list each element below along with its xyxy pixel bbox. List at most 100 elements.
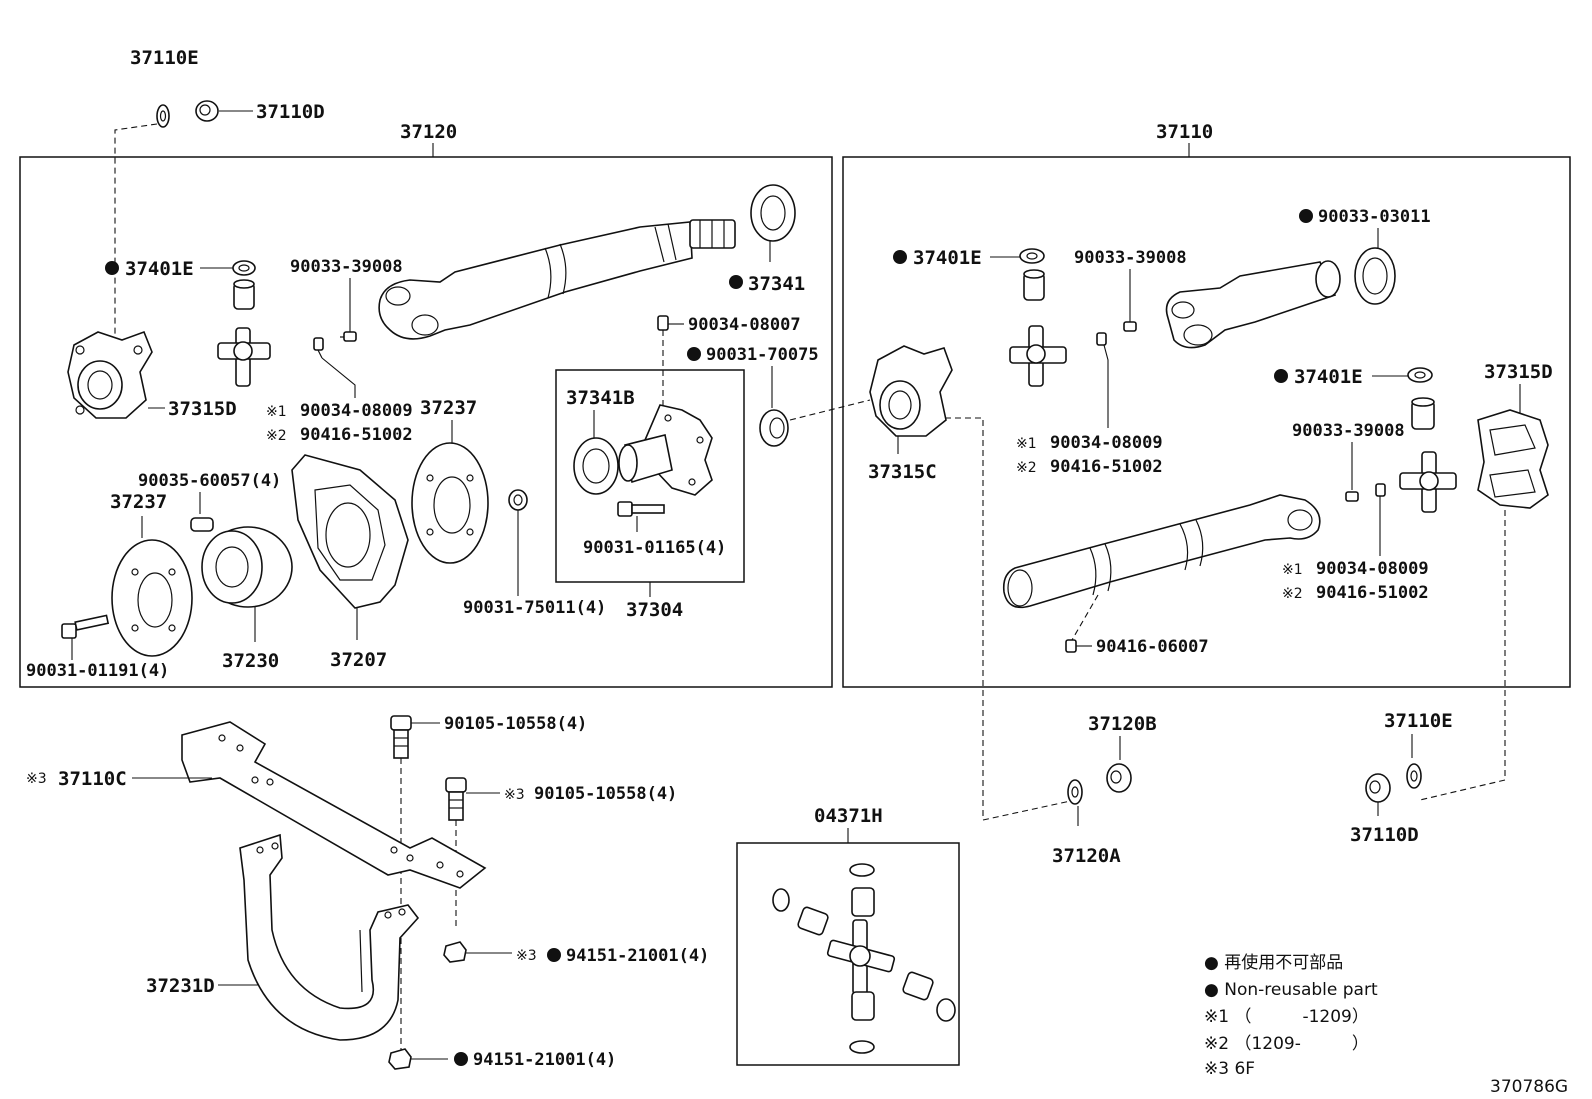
- snap-ring-37401E-right-top: [1019, 248, 1045, 264]
- label-37401E-right-bottom: 37401E: [1294, 366, 1363, 388]
- legend-line-3: ※1 （ -1209）: [1204, 1007, 1369, 1027]
- label-37231D: 37231D: [146, 975, 215, 997]
- mark-x1-right-top: ※1: [1016, 436, 1037, 452]
- label-90034-08007: 90034-08007: [688, 315, 801, 335]
- left-assembly-frame: [19, 156, 833, 688]
- nonreusable-dot: [893, 250, 907, 264]
- spider-right-top: [1009, 325, 1067, 387]
- flange-yoke-37315D-right: [1477, 409, 1549, 509]
- bolt-90105-10558-second: [445, 777, 467, 821]
- mark-x1-left: ※1: [266, 404, 287, 420]
- label-37110D-top: 37110D: [256, 101, 325, 123]
- figure-code: 370786G: [1490, 1077, 1568, 1097]
- label-90031-75011: 90031-75011(4): [463, 598, 606, 618]
- label-90034-08009-right-bottom: 90034-08009: [1316, 559, 1429, 579]
- label-90033-03011: 90033-03011: [1318, 207, 1431, 227]
- nonreusable-dot: [105, 261, 119, 275]
- label-37401E-right-top: 37401E: [913, 247, 982, 269]
- group-label-04371H: 04371H: [814, 805, 883, 827]
- bolt-90031-01191: [61, 614, 110, 639]
- group-label-37120: 37120: [400, 121, 457, 143]
- label-90033-39008-right-bottom: 90033-39008: [1292, 421, 1405, 441]
- label-90031-01165: 90031-01165(4): [583, 538, 726, 558]
- bearing-cup-left: [233, 279, 255, 310]
- spider-kit-contents: [772, 863, 956, 1054]
- spider-right-bottom: [1399, 451, 1457, 513]
- legend-line-4: ※2 （1209- ）: [1204, 1034, 1369, 1054]
- grease-fitting-90416-06007: [1065, 639, 1077, 653]
- oil-seal-37341: [750, 184, 796, 242]
- mark-x2-right-bottom: ※2: [1282, 586, 1303, 602]
- group-label-37110: 37110: [1156, 121, 1213, 143]
- group-label-37304: 37304: [626, 599, 683, 621]
- label-90105-10558-top: 90105-10558(4): [444, 714, 587, 734]
- label-90034-08009-left: 90034-08009: [300, 401, 413, 421]
- bearing-cup-right-bottom: [1411, 397, 1435, 430]
- mark-x3-nut: ※3: [516, 948, 537, 964]
- center-bearing-37230: [201, 526, 293, 608]
- bolt-90033-39008-right-bottom: [1345, 491, 1359, 502]
- label-37315C: 37315C: [868, 461, 937, 483]
- center-bearing-cushion-37207: [291, 454, 409, 609]
- label-37237-upper: 37237: [420, 397, 477, 419]
- label-37110C: 37110C: [58, 768, 127, 790]
- label-90035-60057: 90035-60057(4): [138, 471, 281, 491]
- right-assembly-frame: [842, 156, 1571, 688]
- bolt-90033-39008-right-top: [1123, 321, 1137, 332]
- label-37237-lower: 37237: [110, 491, 167, 513]
- label-37110E-bottom: 37110E: [1384, 710, 1453, 732]
- label-37341B: 37341B: [566, 387, 635, 409]
- label-37120B: 37120B: [1088, 713, 1157, 735]
- washer-37110E-top: [156, 104, 170, 128]
- label-90416-06007: 90416-06007: [1096, 637, 1209, 657]
- label-37315D-left: 37315D: [168, 398, 237, 420]
- nonreusable-dot: [1299, 209, 1313, 223]
- grease-fitting-right-top: [1096, 332, 1107, 346]
- legend-line-2: ● Non-reusable part: [1204, 980, 1378, 1000]
- nonreusable-dot: [729, 275, 743, 289]
- label-90034-08009-right-top: 90034-08009: [1050, 433, 1163, 453]
- mark-x1-right-bottom: ※1: [1282, 562, 1303, 578]
- bolt-90033-39008-left: [340, 331, 357, 342]
- propeller-shaft-left: [378, 219, 736, 340]
- support-strap-37231D: [239, 833, 420, 1041]
- nonreusable-dot: [547, 948, 561, 962]
- label-90031-70075: 90031-70075: [706, 345, 819, 365]
- label-90031-01191: 90031-01191(4): [26, 661, 169, 681]
- mark-x2-left: ※2: [266, 428, 287, 444]
- seal-90033-03011: [1354, 247, 1396, 305]
- label-90105-10558-second: 90105-10558(4): [534, 784, 677, 804]
- nut-37120B: [1106, 763, 1132, 793]
- bearing-housing-37304: [618, 404, 713, 496]
- label-37110D-bottom: 37110D: [1350, 824, 1419, 846]
- washer-37110E-bottom: [1406, 763, 1422, 789]
- sleeve-yoke-right-top: [1165, 260, 1341, 349]
- label-37207: 37207: [330, 649, 387, 671]
- label-90033-39008-right-top: 90033-39008: [1074, 248, 1187, 268]
- nut-94151-21001-upper: [443, 941, 467, 963]
- label-37401E-left: 37401E: [125, 258, 194, 280]
- label-37341: 37341: [748, 273, 805, 295]
- grease-fitting-90034-08007: [657, 315, 669, 331]
- grease-fitting-left: [313, 337, 324, 359]
- label-94151-21001-lower: 94151-21001(4): [473, 1050, 616, 1070]
- dust-deflector-37237-lower: [111, 539, 193, 657]
- legend: ● 再使用不可部品 ● Non-reusable part ※1 （ -1209…: [1204, 952, 1378, 1079]
- flange-yoke-37315C: [869, 345, 953, 437]
- grease-fitting-right-bottom: [1375, 483, 1386, 497]
- label-37315D-right: 37315D: [1484, 361, 1553, 383]
- nut-37110D-top: [195, 100, 219, 122]
- label-37120A: 37120A: [1052, 845, 1121, 867]
- legend-line-5: ※3 6F: [1204, 1059, 1255, 1079]
- mark-x3-bolt: ※3: [504, 787, 525, 803]
- plug-90031-70075: [759, 409, 789, 447]
- nut-90031-75011: [508, 489, 528, 511]
- nonreusable-dot: [1274, 369, 1288, 383]
- legend-line-1: ● 再使用不可部品: [1204, 952, 1343, 973]
- snap-ring-37401E-right-bottom: [1407, 367, 1433, 383]
- nut-37110D-bottom: [1365, 773, 1391, 803]
- nonreusable-dot: [687, 347, 701, 361]
- nut-94151-21001-lower: [388, 1048, 412, 1070]
- mark-x3-bracket: ※3: [26, 771, 47, 787]
